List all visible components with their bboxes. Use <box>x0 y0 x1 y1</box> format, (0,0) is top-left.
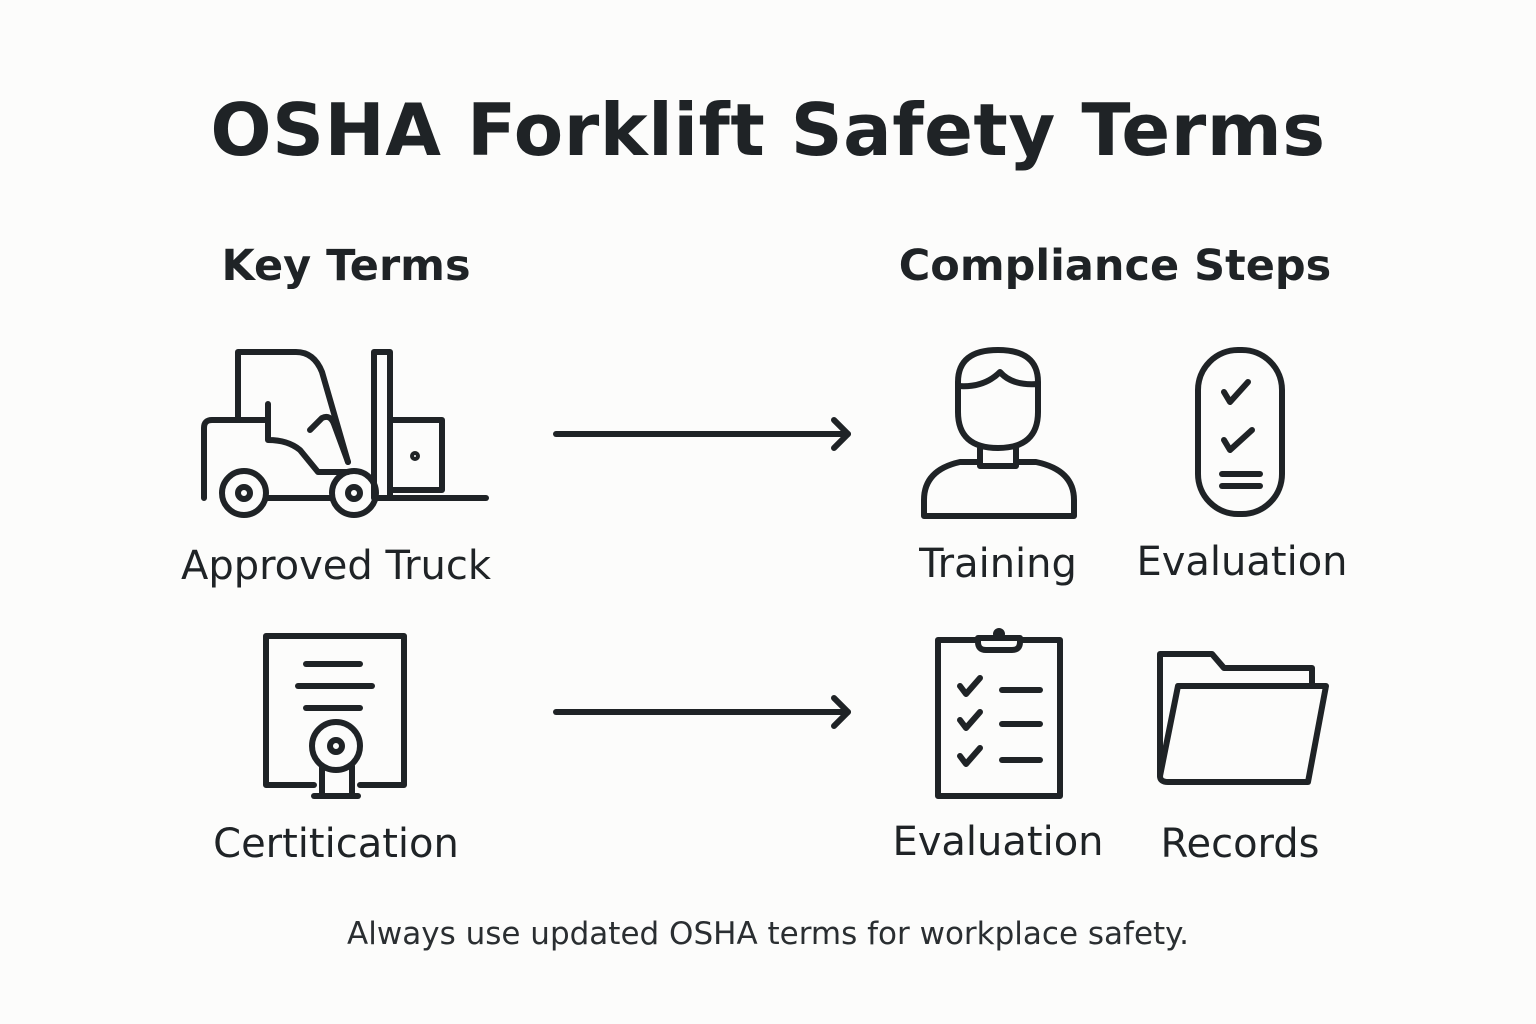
compliance-steps-heading: Compliance Steps <box>898 241 1332 291</box>
page-title: OSHA Forklift Safety Terms <box>210 88 1326 172</box>
step-label-records: Records <box>1160 821 1320 867</box>
term-label-approved-truck: Approved Truck <box>180 543 492 589</box>
term-label-certification: Certitication <box>213 821 459 867</box>
key-terms-heading: Key Terms <box>221 241 471 291</box>
footer-note: Always use updated OSHA terms for workpl… <box>347 916 1189 952</box>
step-label-evaluation-top: Evaluation <box>1136 539 1348 585</box>
step-label-evaluation-bottom: Evaluation <box>892 819 1104 865</box>
step-label-training: Training <box>919 541 1077 587</box>
